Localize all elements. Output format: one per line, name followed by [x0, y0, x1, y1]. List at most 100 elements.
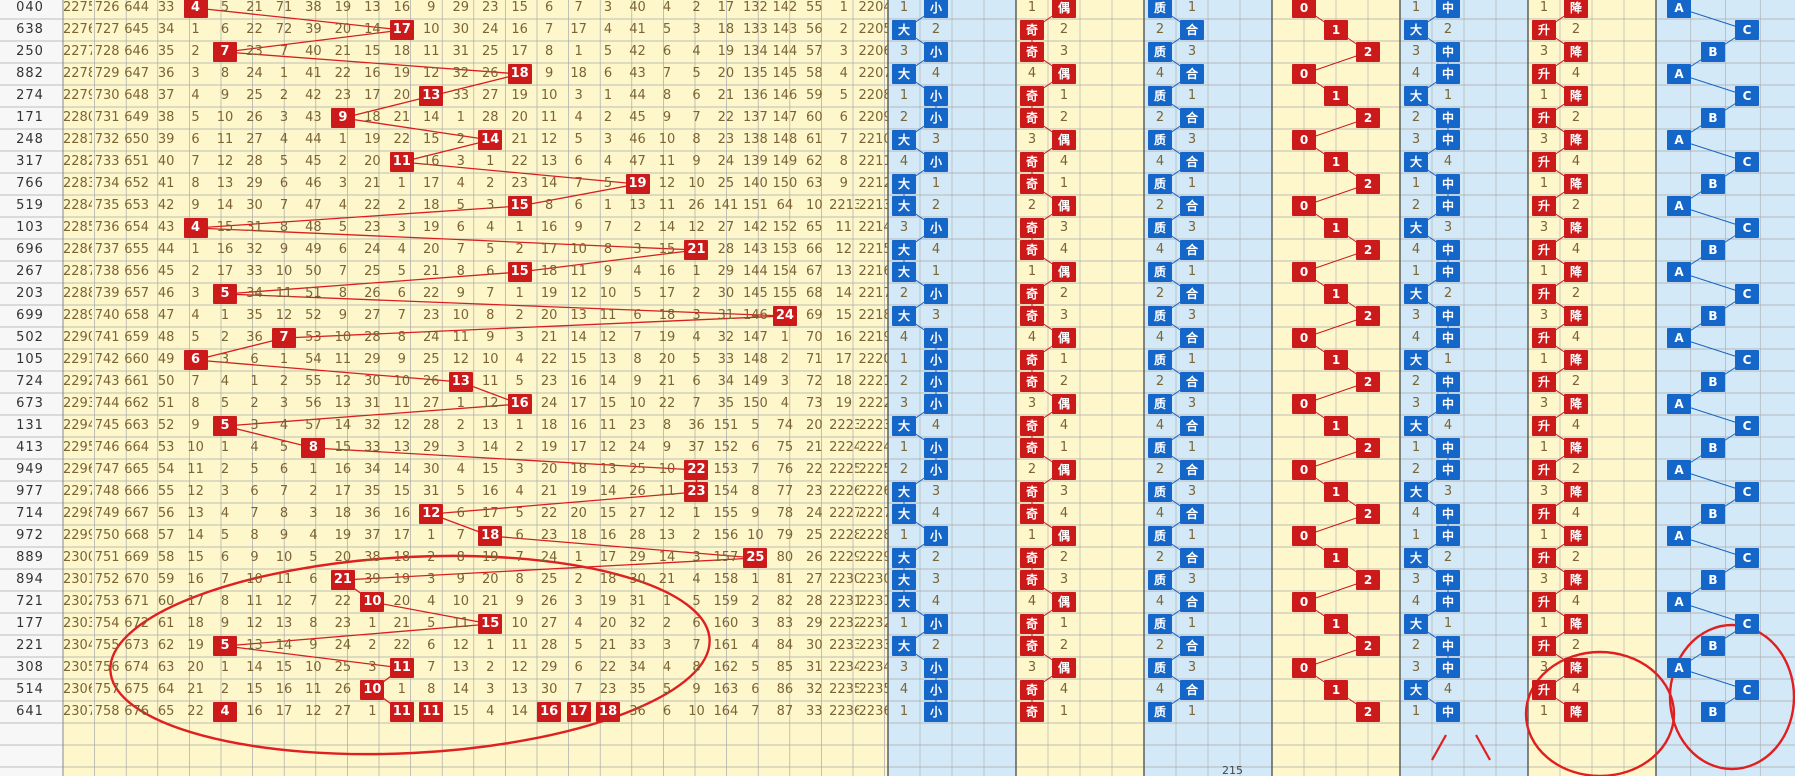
- omission-cell: 17: [187, 594, 204, 609]
- count-cell: 3: [1059, 484, 1069, 499]
- count-cell: 4: [1155, 506, 1165, 521]
- omission-cell: 6: [662, 44, 672, 59]
- count-cell: 4: [1571, 66, 1581, 81]
- omission-cell: 31: [717, 308, 735, 323]
- omission-cell: 35: [246, 308, 263, 323]
- omission-cell: 2215: [858, 242, 888, 257]
- hit-number-mark: 13: [448, 372, 473, 392]
- omission-cell: 31: [246, 220, 263, 235]
- omission-cell: 22: [540, 352, 558, 367]
- omission-cell: 31: [423, 484, 440, 499]
- omission-cell: 15: [187, 550, 204, 565]
- omission-cell: 663: [124, 418, 150, 433]
- count-cell: 1: [899, 352, 909, 367]
- omission-cell: 148: [742, 352, 768, 367]
- parity-mark: 偶: [1052, 262, 1076, 282]
- omission-cell: 6: [279, 462, 289, 477]
- omission-cell: 16: [275, 682, 293, 697]
- omission-cell: 18: [393, 550, 411, 565]
- omission-cell: 5: [603, 44, 613, 59]
- omission-cell: 2204: [858, 0, 888, 15]
- draw-number: 889: [16, 550, 44, 565]
- omission-cell: 4: [603, 22, 613, 37]
- omission-cell: 3: [574, 594, 583, 609]
- omission-cell: 34: [246, 286, 263, 301]
- size-mark: 小: [924, 526, 948, 546]
- omission-cell: 11: [452, 330, 470, 345]
- range-mark: 中: [1436, 636, 1460, 656]
- count-cell: 4: [1027, 594, 1037, 609]
- omission-cell: 134: [742, 44, 768, 59]
- omission-cell: 19: [658, 330, 676, 345]
- omission-cell: 8: [456, 550, 465, 565]
- omission-cell: 1: [191, 22, 200, 37]
- omission-cell: 3: [692, 550, 701, 565]
- omission-cell: 27: [423, 396, 440, 411]
- trend-mark: 降: [1564, 130, 1588, 150]
- omission-cell: 1: [692, 264, 701, 279]
- omission-cell: 1: [456, 110, 465, 125]
- prime-mark: 质: [1148, 482, 1172, 502]
- omission-cell: 753: [94, 594, 120, 609]
- omission-cell: 2: [633, 220, 642, 235]
- omission-cell: 7: [191, 374, 200, 389]
- omission-cell: 41: [629, 22, 646, 37]
- omission-cell: 8: [486, 308, 495, 323]
- omission-cell: 56: [305, 396, 322, 411]
- mod3-mark: 1: [1324, 416, 1348, 436]
- omission-cell: 15: [481, 462, 499, 477]
- omission-cell: 25: [717, 176, 735, 191]
- footer-number: 215: [1222, 764, 1243, 776]
- omission-cell: 10: [747, 528, 764, 543]
- omission-cell: 2285: [63, 220, 93, 235]
- omission-cell: 12: [599, 440, 617, 455]
- hit-number-mark: 4: [183, 0, 208, 18]
- count-cell: 3: [1187, 660, 1197, 675]
- count-cell: 3: [899, 396, 909, 411]
- omission-cell: 2: [279, 374, 289, 389]
- omission-cell: 56: [806, 22, 823, 37]
- trend-mark: 降: [1564, 482, 1588, 502]
- omission-cell: 51: [305, 286, 322, 301]
- count-cell: 2: [1571, 374, 1581, 389]
- count-cell: 4: [1443, 418, 1453, 433]
- abc-mark: A: [1667, 262, 1691, 282]
- omission-cell: 22: [334, 594, 352, 609]
- omission-cell: 2209: [858, 110, 888, 125]
- omission-cell: 21: [393, 616, 411, 631]
- count-cell: 3: [899, 220, 909, 235]
- mod3-mark: 0: [1292, 526, 1316, 546]
- range-mark: 大: [1404, 416, 1428, 436]
- omission-cell: 24: [246, 66, 263, 81]
- omission-cell: 18: [717, 22, 735, 37]
- omission-cell: 20: [423, 242, 440, 257]
- draw-number: 177: [16, 616, 44, 631]
- mod3-mark: 2: [1356, 372, 1380, 392]
- count-cell: 2: [1571, 286, 1581, 301]
- omission-cell: 652: [124, 176, 150, 191]
- omission-cell: 2235: [829, 682, 859, 697]
- omission-cell: 5: [515, 506, 524, 521]
- omission-cell: 1: [220, 440, 230, 455]
- count-cell: 2: [1411, 638, 1421, 653]
- size-mark: 大: [892, 240, 916, 260]
- draw-number: 977: [16, 484, 44, 499]
- omission-cell: 28: [423, 418, 440, 433]
- trend-mark: 降: [1564, 218, 1588, 238]
- count-cell: 1: [1187, 616, 1197, 631]
- range-mark: 大: [1404, 548, 1428, 568]
- omission-cell: 2279: [63, 88, 93, 103]
- omission-cell: 2236: [858, 704, 888, 719]
- omission-cell: 11: [570, 264, 587, 279]
- trend-mark: 降: [1564, 350, 1588, 370]
- omission-cell: 28: [540, 638, 558, 653]
- omission-cell: 1: [220, 308, 230, 323]
- omission-cell: 2: [397, 198, 406, 213]
- prediction-mark: 16: [537, 702, 562, 722]
- omission-cell: 23: [364, 220, 381, 235]
- omission-cell: 11: [393, 396, 411, 411]
- count-cell: 3: [931, 572, 941, 587]
- omission-cell: 24: [806, 506, 823, 521]
- range-mark: 中: [1436, 526, 1460, 546]
- count-cell: 3: [1187, 44, 1197, 59]
